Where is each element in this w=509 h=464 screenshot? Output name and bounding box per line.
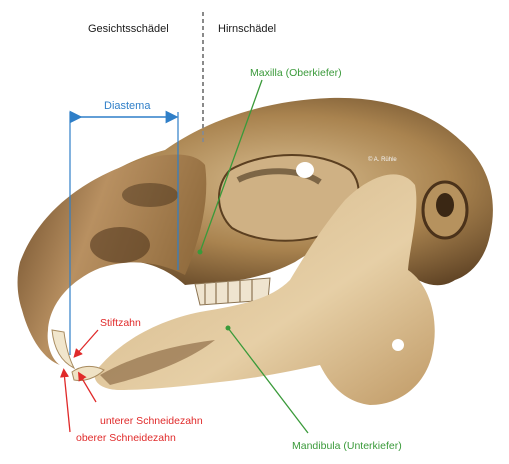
- ear-opening: [436, 193, 454, 217]
- mandibula-label: Mandibula (Unterkiefer): [292, 441, 402, 452]
- snout-shadow-upper: [122, 183, 178, 207]
- mandible-notch: [392, 339, 404, 351]
- brain-skull-label: Hirnschädel: [218, 24, 276, 35]
- peg-tooth-label: Stiftzahn: [100, 318, 141, 329]
- upper-incisor-leader: [64, 372, 70, 432]
- mandibula-leader-dot: [226, 326, 231, 331]
- nasal-shadow: [90, 227, 150, 263]
- diastema-label: Diastema: [104, 101, 150, 112]
- lower-incisor-label: unterer Schneidezahn: [100, 416, 203, 427]
- face-skull-label: Gesichtsschädel: [88, 24, 169, 35]
- maxilla-label: Maxilla (Oberkiefer): [250, 68, 342, 79]
- peg-tooth-leader: [76, 330, 98, 355]
- photo-credit: © A. Rühle: [368, 157, 397, 163]
- upper-incisor-label: oberer Schneidezahn: [76, 433, 176, 444]
- foramen-hole: [296, 162, 314, 178]
- maxilla-leader-dot: [198, 250, 203, 255]
